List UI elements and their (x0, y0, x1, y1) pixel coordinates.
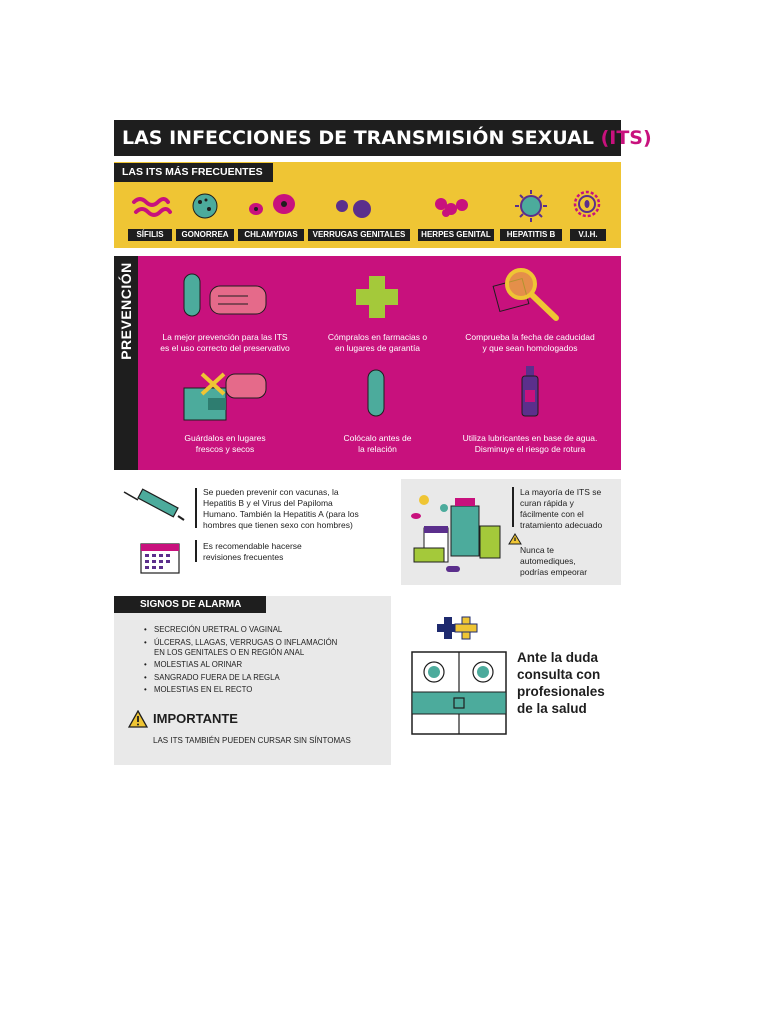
prevention-caption: Colócalo antes de la relación (343, 433, 412, 454)
magnifier-icon (492, 268, 559, 321)
list-item: MOLESTIAS EN EL RECTO (144, 685, 384, 695)
infection-label: HEPATITIS B (500, 229, 562, 241)
lubricant-icon (521, 366, 539, 417)
treatment-text: La mayoría de ITS se curan rápida y fáci… (520, 487, 603, 530)
important-text: LAS ITS TAMBIÉN PUEDEN CURSAR SIN SÍNTOM… (153, 736, 351, 745)
prevention-label: PREVENCIÓN (118, 262, 134, 360)
prevention-icons (183, 268, 559, 421)
calendar-icon (140, 543, 180, 574)
important-title: IMPORTANTE (153, 711, 238, 726)
infection-label: HERPES GENITAL (418, 229, 494, 241)
infection-label: CHLAMYDIAS (238, 229, 304, 241)
clinic-icon (411, 616, 507, 735)
list-item: SANGRADO FUERA DE LA REGLA (144, 673, 384, 683)
medicine-icons (411, 495, 501, 572)
syringe-icon (123, 488, 185, 521)
divider (512, 487, 514, 527)
condom-icon (367, 369, 385, 417)
page-title: LAS INFECCIONES DE TRANSMISIÓN SEXUAL (I… (114, 120, 652, 156)
herpes-icon (435, 198, 468, 217)
divider (195, 540, 197, 562)
infection-label: SÍFILIS (128, 229, 172, 241)
divider (195, 488, 197, 528)
warning-icon (508, 533, 522, 545)
prevention-caption: Utiliza lubricantes en base de agua. Dis… (462, 433, 598, 454)
warts-icon (336, 200, 371, 218)
alarm-signs-label: SIGNOS DE ALARMA (114, 596, 266, 613)
infection-label: GONORREA (176, 229, 234, 241)
list-item: SECRECIÓN URETRAL O VAGINAL (144, 625, 384, 635)
hepatitis-b-icon (515, 190, 547, 222)
consult-text: Ante la duda consulta con profesionales … (517, 650, 605, 716)
infection-label: V.I.H. (570, 229, 606, 241)
checkups-text: Es recomendable hacerse revisiones frecu… (203, 541, 302, 562)
title-accent: (ITS) (600, 127, 652, 149)
pharmacy-cross-icon (356, 276, 398, 318)
syphilis-icon (132, 197, 172, 217)
chlamydia-icon (249, 194, 295, 215)
infection-icons (132, 190, 601, 222)
prevention-caption: Cómpralos en farmacias o en lugares de g… (327, 332, 428, 353)
condom-hand-icon (183, 273, 267, 317)
self-medication-warning: Nunca te automediques, podrías empeorar (520, 545, 588, 577)
title-main: LAS INFECCIONES DE TRANSMISIÓN SEXUAL (122, 127, 601, 149)
frequent-its-label: LAS ITS MÁS FRECUENTES (114, 163, 273, 182)
gonorrhea-icon (192, 193, 218, 219)
vaccines-text: Se pueden prevenir con vacunas, la Hepat… (203, 487, 359, 530)
alarm-signs-list: SECRECIÓN URETRAL O VAGINAL ÚLCERAS, LLA… (144, 625, 384, 698)
prevention-side-strip (114, 256, 138, 470)
wallet-no-icon (183, 372, 267, 421)
infection-label: VERRUGAS GENITALES (308, 229, 410, 241)
prevention-caption: La mejor prevención para las ITS es el u… (160, 332, 290, 353)
medical-cross-icon (437, 616, 478, 640)
prevention-caption: Comprueba la fecha de caducidad y que se… (465, 332, 595, 353)
list-item: ÚLCERAS, LLAGAS, VERRUGAS O INFLAMACIÓN … (144, 638, 384, 658)
list-item: MOLESTIAS AL ORINAR (144, 660, 384, 670)
hiv-icon (573, 190, 601, 218)
warning-icon (128, 710, 148, 728)
prevention-caption: Guárdalos en lugares frescos y secos (184, 433, 266, 454)
